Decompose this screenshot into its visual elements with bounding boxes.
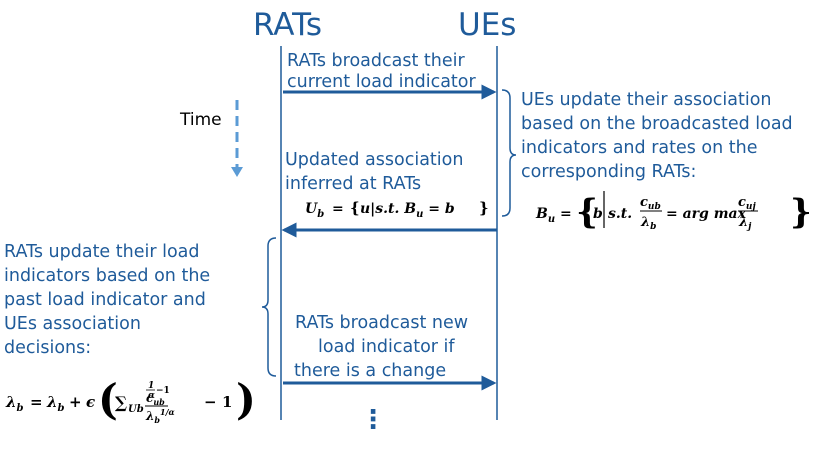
step1-line1: RATs broadcast their	[287, 51, 465, 71]
svg-text:= arg max: = arg max	[666, 206, 747, 222]
svg-text:cuj: cuj	[738, 195, 756, 212]
svg-text:}: }	[790, 192, 812, 232]
association-equation: Bu = { b s.t. cub λb = arg max cuj λj }	[535, 191, 812, 232]
svg-text:Ub: Ub	[128, 404, 144, 415]
svg-text:λj: λj	[738, 215, 752, 232]
svg-text:{: {	[576, 192, 598, 232]
svg-text:{: {	[350, 199, 360, 217]
load-update-equation: λb = λb + ϵ ( ∑ Ub 1 α −1 cub λb1/α − 1 …	[5, 375, 256, 425]
step1-line2: current load indicator	[287, 72, 476, 92]
step5-line2: load indicator if	[318, 337, 455, 357]
step4-line5: decisions:	[4, 338, 91, 358]
vertical-ellipsis-icon: ⋮	[360, 405, 386, 435]
step4-brace	[261, 237, 277, 377]
svg-text:u|s.t. Bu = b: u|s.t. Bu = b	[360, 201, 455, 220]
svg-text:cub: cub	[640, 195, 661, 212]
step2-line3: indicators and rates on the	[521, 138, 758, 158]
svg-text:=: =	[30, 393, 43, 411]
svg-text:(: (	[98, 375, 118, 424]
step2-brace	[501, 89, 517, 217]
inferred-association-equation: Ub = { u|s.t. Bu = b }	[305, 199, 489, 220]
dashed-down-arrow-icon	[231, 100, 243, 177]
svg-text:−: −	[204, 393, 217, 411]
svg-text:1: 1	[222, 393, 232, 411]
rats-header: RATs	[253, 7, 322, 43]
step4-line2: indicators based on the	[4, 266, 210, 286]
svg-text:Ub: Ub	[305, 201, 324, 220]
ues-header: UEs	[458, 7, 516, 43]
svg-text:∑: ∑	[115, 393, 127, 412]
svg-text:λb: λb	[46, 393, 65, 414]
svg-text:=: =	[560, 206, 572, 222]
svg-text:α: α	[148, 391, 155, 401]
svg-text:=: =	[332, 201, 344, 217]
time-label: Time	[179, 110, 222, 130]
step5-line1: RATs broadcast new	[295, 313, 468, 333]
svg-text:Bu: Bu	[535, 206, 555, 225]
step4-line3: past load indicator and	[4, 290, 206, 310]
step4-line1: RATs update their load	[4, 242, 200, 262]
step5-line3: there is a change	[294, 361, 446, 381]
step4-line4: UEs association	[4, 314, 141, 334]
svg-text:b: b	[593, 206, 603, 222]
svg-text:1: 1	[148, 381, 154, 391]
svg-text:s.t.: s.t.	[608, 206, 632, 222]
svg-text:λb: λb	[640, 215, 656, 232]
svg-text:+: +	[69, 393, 82, 411]
svg-text:λb1/α: λb1/α	[145, 407, 175, 425]
svg-text:): )	[236, 375, 256, 424]
step3-line2: inferred at RATs	[285, 174, 421, 194]
svg-text:−1: −1	[156, 386, 170, 396]
step2-line4: corresponding RATs:	[521, 162, 696, 182]
step2-line1: UEs update their association	[521, 90, 772, 110]
step2-line2: based on the broadcasted load	[521, 114, 793, 134]
svg-text:λb: λb	[5, 393, 24, 414]
svg-text:ϵ: ϵ	[86, 393, 95, 411]
svg-text:}: }	[479, 199, 489, 217]
step3-line1: Updated association	[285, 150, 463, 170]
